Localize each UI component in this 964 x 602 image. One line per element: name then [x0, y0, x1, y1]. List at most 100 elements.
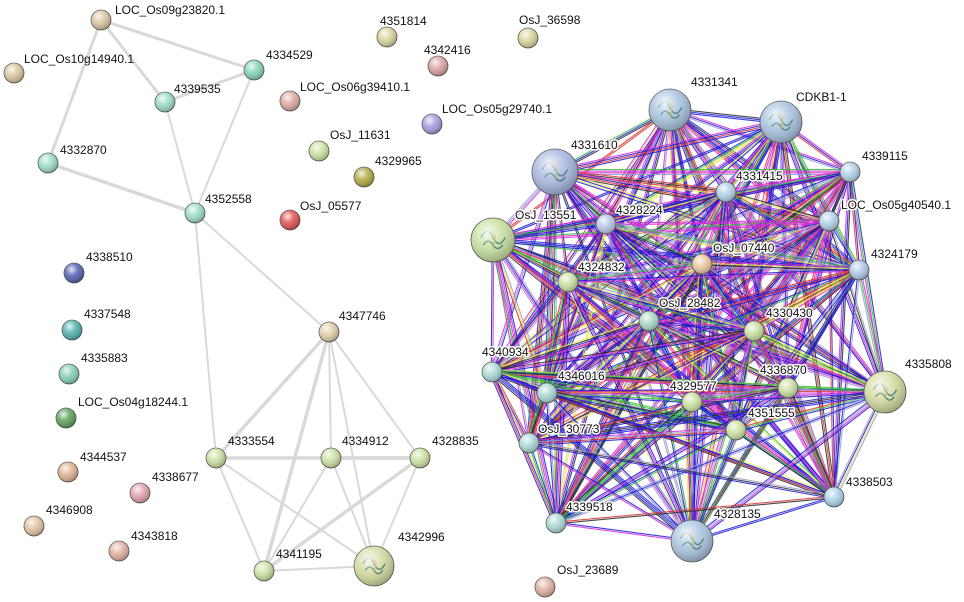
- node-highlight: [682, 392, 702, 412]
- cluster-edge: [754, 330, 790, 388]
- node-4351555[interactable]: [725, 419, 747, 441]
- node-highlight: [726, 420, 746, 440]
- cluster-edge: [491, 318, 649, 371]
- cluster-edge: [726, 190, 830, 221]
- node-highlight: [518, 28, 538, 48]
- cluster-edge: [690, 220, 829, 541]
- node-LOC_Os06g39410.1[interactable]: [279, 90, 301, 112]
- cluster-edge: [553, 319, 648, 523]
- cluster-edge: [690, 268, 859, 402]
- node-4341195[interactable]: [253, 560, 275, 582]
- node-4339535[interactable]: [154, 91, 176, 113]
- node-4338510[interactable]: [63, 262, 85, 284]
- node-OsJ_30773[interactable]: [518, 432, 540, 454]
- node-LOC_Os05g29740.1[interactable]: [421, 113, 443, 135]
- node-4346908[interactable]: [23, 515, 45, 537]
- node-label: 4324832: [578, 260, 625, 274]
- node-highlight: [535, 577, 555, 597]
- edge-4333554-4342996: [215, 457, 375, 567]
- node-4324179[interactable]: [848, 259, 870, 281]
- node-label: 4328224: [616, 203, 663, 217]
- node-4346016[interactable]: [536, 382, 558, 404]
- node-4340934[interactable]: [481, 361, 503, 383]
- node-highlight: [760, 101, 802, 143]
- node-OsJ_28482[interactable]: [638, 310, 660, 332]
- cluster-edge: [546, 389, 885, 392]
- node-4337548[interactable]: [61, 319, 83, 341]
- cluster-edge: [546, 393, 736, 432]
- node-label: 4334912: [342, 434, 389, 448]
- cluster-edge: [492, 239, 548, 394]
- node-4324832[interactable]: [557, 271, 579, 293]
- cluster-edge: [555, 220, 830, 524]
- node-4331610[interactable]: [531, 148, 579, 196]
- node-label: 4340934: [482, 345, 529, 359]
- node-label: 4351814: [380, 14, 427, 28]
- node-highlight: [778, 378, 798, 398]
- node-4328224[interactable]: [595, 213, 617, 235]
- node-OsJ_23689[interactable]: [534, 576, 556, 598]
- node-highlight: [532, 149, 578, 195]
- node-LOC_Os09g23820.1[interactable]: [90, 9, 112, 31]
- node-label: 4336870: [760, 363, 807, 377]
- node-4336870[interactable]: [777, 377, 799, 399]
- node-4334529[interactable]: [243, 59, 265, 81]
- cluster-edge: [693, 192, 729, 542]
- node-4342996[interactable]: [353, 545, 395, 587]
- node-OsJ_11631[interactable]: [308, 140, 330, 162]
- node-LOC_Os04g18244.1[interactable]: [55, 407, 77, 429]
- node-4329577[interactable]: [681, 391, 703, 413]
- node-4342416[interactable]: [427, 55, 449, 77]
- node-4343818[interactable]: [108, 540, 130, 562]
- cluster-edge: [528, 444, 834, 500]
- node-4335808[interactable]: [863, 370, 907, 414]
- cluster-edge: [689, 330, 753, 541]
- cluster-edge: [691, 385, 788, 401]
- cluster-edge: [733, 268, 858, 429]
- node-LOC_Os05g40540.1[interactable]: [818, 210, 840, 232]
- cluster-edge: [492, 221, 830, 374]
- node-4331415[interactable]: [715, 181, 737, 203]
- node-4352558[interactable]: [184, 202, 206, 224]
- node-4330430[interactable]: [743, 320, 765, 342]
- edge-4328835-4341195: [262, 456, 422, 573]
- node-highlight: [254, 561, 274, 581]
- node-4333554[interactable]: [205, 447, 227, 469]
- cluster-edge: [700, 264, 736, 431]
- node-4339518[interactable]: [545, 512, 567, 534]
- node-OsJ_05577[interactable]: [279, 209, 301, 231]
- node-OsJ_36598[interactable]: [517, 27, 539, 49]
- node-4338677[interactable]: [129, 482, 151, 504]
- node-4332870[interactable]: [37, 152, 59, 174]
- cluster-edge: [754, 329, 886, 392]
- node-OsJ_13551[interactable]: [470, 217, 516, 263]
- node-OsJ_07440[interactable]: [691, 253, 713, 275]
- node-4328135[interactable]: [670, 519, 714, 563]
- edge-LOC_Os09g23820.1-4332870: [46, 18, 103, 165]
- node-LOC_Os10g14940.1[interactable]: [3, 62, 25, 84]
- node-highlight: [849, 260, 869, 280]
- node-highlight: [4, 63, 24, 83]
- node-4328835[interactable]: [409, 447, 431, 469]
- node-highlight: [864, 371, 906, 413]
- node-4351814[interactable]: [376, 26, 398, 48]
- cluster-edge: [689, 263, 701, 402]
- edge-4339535-4352558: [164, 101, 196, 214]
- node-4331341[interactable]: [648, 88, 692, 132]
- node-4347746[interactable]: [318, 321, 340, 343]
- node-4329965[interactable]: [353, 166, 375, 188]
- cluster-edge: [692, 192, 728, 542]
- cluster-edge: [567, 282, 754, 333]
- node-CDKB1-1[interactable]: [759, 100, 803, 144]
- node-4334912[interactable]: [320, 447, 342, 469]
- node-4339115[interactable]: [839, 161, 861, 183]
- cluster-edge: [528, 400, 692, 443]
- node-highlight: [377, 27, 397, 47]
- cluster-edge: [690, 386, 788, 541]
- node-4344537[interactable]: [57, 461, 79, 483]
- node-4338503[interactable]: [823, 486, 845, 508]
- cluster-edge: [752, 331, 834, 498]
- node-highlight: [58, 462, 78, 482]
- node-label: 4346908: [46, 503, 93, 517]
- node-4335883[interactable]: [58, 363, 80, 385]
